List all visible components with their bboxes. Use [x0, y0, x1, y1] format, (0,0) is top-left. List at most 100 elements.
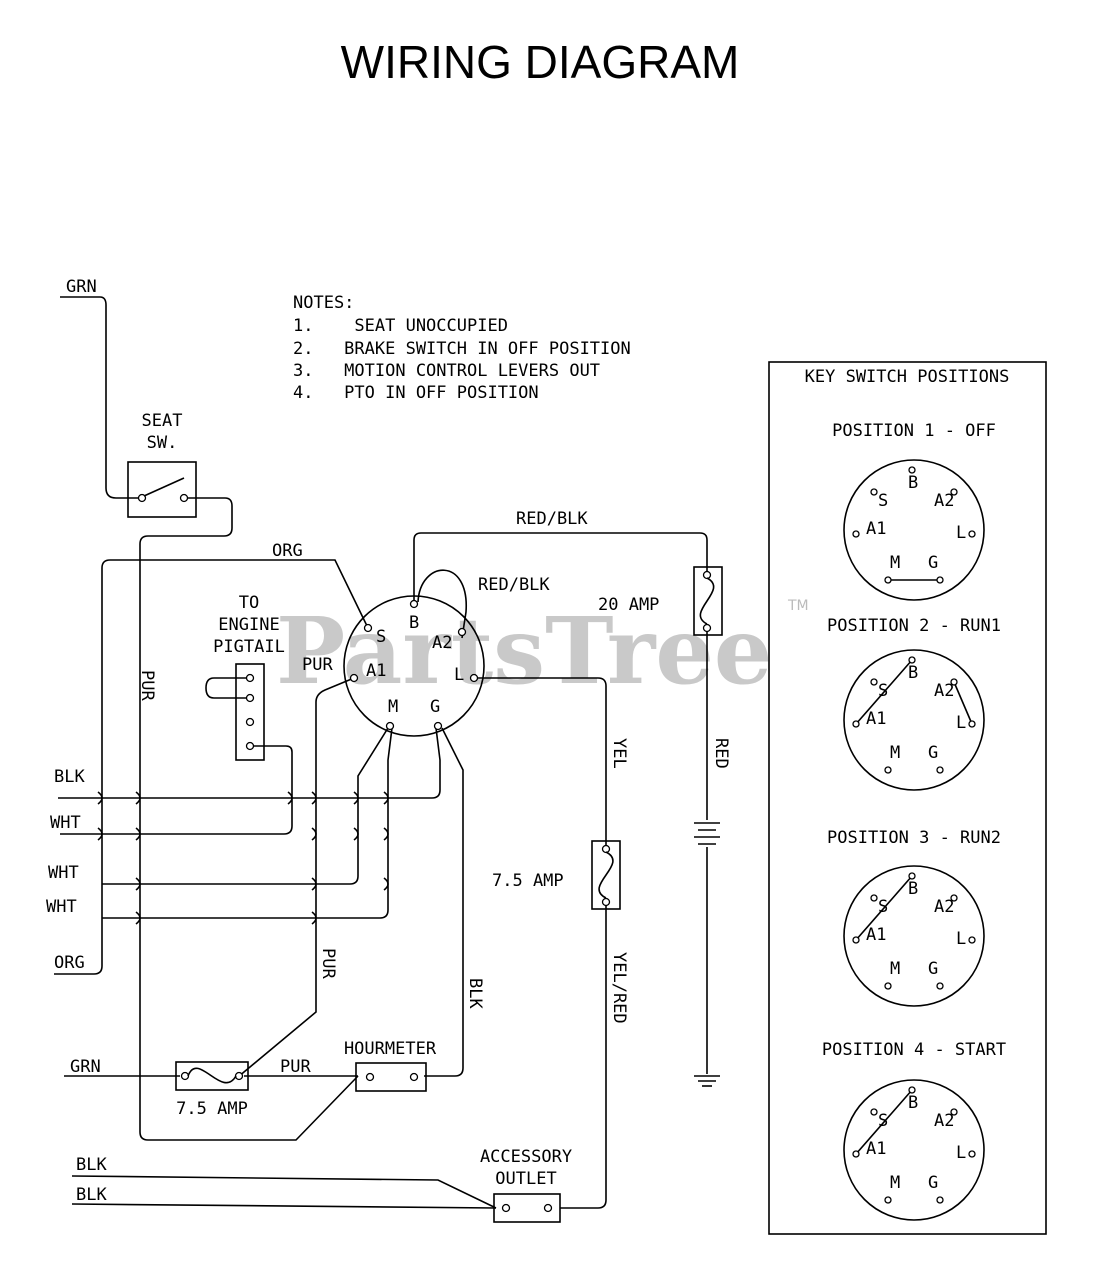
wire-blk	[58, 727, 441, 799]
key-position-terminal-label: L	[956, 523, 966, 543]
key-position-terminal	[968, 1150, 976, 1158]
key-position-terminal	[884, 1196, 892, 1204]
key-position-terminal-label: S	[878, 491, 888, 511]
wire-pigtail-loop	[205, 677, 250, 699]
key-position-terminal-label: S	[878, 681, 888, 701]
fuse-75-right-label: 7.5 AMP	[492, 871, 564, 891]
fuse-20-amp: 20 AMP	[598, 566, 723, 636]
label-wht-2: WHT	[48, 863, 79, 883]
key-position-terminal	[908, 656, 916, 664]
key-position-terminal	[936, 766, 944, 774]
label-yel-red: YEL/RED	[609, 952, 629, 1024]
key-terminal-b: B	[409, 613, 419, 633]
label-pur-a1: PUR	[302, 655, 333, 675]
label-red: RED	[711, 738, 731, 769]
label-wht-1: WHT	[50, 813, 81, 833]
key-position-label: POSITION 2 - RUN1	[827, 616, 1001, 636]
label-pur-mid: PUR	[318, 948, 338, 979]
fuse-75-amp-grn: 7.5 AMP	[175, 1061, 249, 1119]
key-switch-body	[343, 595, 485, 737]
wire-pur-a1	[237, 677, 355, 1078]
wire-yel-red	[560, 904, 607, 1209]
note-item-2: 2. BRAKE SWITCH IN OFF POSITION	[293, 339, 631, 359]
pigtail-label-2: ENGINE	[218, 615, 279, 635]
label-grn-bottom: GRN	[70, 1057, 101, 1077]
label-yel: YEL	[609, 738, 629, 769]
fuse-20-label: 20 AMP	[598, 595, 659, 615]
wire-yel	[474, 677, 607, 846]
ground-symbol	[694, 1075, 720, 1087]
wire-wht-1	[60, 745, 293, 835]
note-item-4: 4. PTO IN OFF POSITION	[293, 383, 539, 403]
key-terminal-m: M	[388, 697, 398, 717]
key-position-terminal-label: B	[908, 663, 918, 683]
note-item-3: 3. MOTION CONTROL LEVERS OUT	[293, 361, 600, 381]
wire-blk-acc-1	[71, 1175, 497, 1209]
label-wht-3: WHT	[46, 897, 77, 917]
label-blk: BLK	[54, 767, 85, 787]
key-position-bridge	[953, 681, 973, 725]
key-position-bridge	[855, 1089, 913, 1155]
wires	[54, 296, 720, 1209]
key-terminal-a2: A2	[432, 633, 452, 653]
key-position-bridge	[855, 875, 913, 941]
accessory-label-2: OUTLET	[495, 1169, 556, 1189]
notes-heading: NOTES:	[293, 293, 354, 313]
label-red-blk-top: RED/BLK	[516, 509, 588, 529]
key-position-terminal-label: M	[890, 553, 900, 573]
key-position-terminal-label: S	[878, 897, 888, 917]
key-position-dial	[843, 1079, 985, 1221]
hourmeter: HOURMETER	[344, 1039, 437, 1092]
key-position-terminal-label: A2	[934, 1111, 954, 1131]
key-position-terminal-label: M	[890, 1173, 900, 1193]
label-pur-left: PUR	[137, 670, 157, 701]
key-position-terminal-label: A1	[866, 709, 886, 729]
key-position-terminal	[870, 894, 878, 902]
key-position-terminal-label: S	[878, 1111, 888, 1131]
key-position-terminal	[968, 720, 976, 728]
wire-blk-acc-2	[71, 1203, 497, 1209]
key-position-terminal	[950, 488, 958, 496]
key-position-terminal-label: A2	[934, 491, 954, 511]
key-position-terminal-label: A1	[866, 925, 886, 945]
key-position-label: POSITION 3 - RUN2	[827, 828, 1001, 848]
fuse-75-amp-yel: 7.5 AMP	[492, 840, 621, 910]
key-position-terminal	[908, 872, 916, 880]
key-position-terminal	[936, 982, 944, 990]
key-position-terminal-label: G	[928, 1173, 938, 1193]
accessory-label-1: ACCESSORY	[480, 1147, 572, 1167]
key-position-terminal	[852, 936, 860, 944]
key-position-terminal-label: G	[928, 959, 938, 979]
pigtail-label-1: TO	[239, 593, 259, 613]
key-position-terminal-label: G	[928, 553, 938, 573]
key-position-dial	[843, 865, 985, 1007]
key-switch-positions-panel: KEY SWITCH POSITIONS POSITION 1 - OFFSBA…	[768, 361, 1047, 1235]
key-terminal-l: L	[454, 665, 464, 685]
fuse-75-left-label: 7.5 AMP	[176, 1099, 248, 1119]
key-position-dial	[843, 459, 985, 601]
label-org-top: ORG	[272, 541, 303, 561]
wire-red-blk-top	[413, 532, 708, 604]
key-position-terminal	[908, 1086, 916, 1094]
key-position-terminal	[870, 678, 878, 686]
key-position-terminal	[884, 982, 892, 990]
pigtail-connector	[235, 663, 265, 761]
wire-labels: GRN ORG RED/BLK RED/BLK PUR PUR BLK WHT …	[46, 277, 731, 1205]
panel-title: KEY SWITCH POSITIONS	[805, 367, 1010, 387]
engine-pigtail: TO ENGINE PIGTAIL	[213, 593, 285, 761]
key-position-label: POSITION 4 - START	[822, 1040, 1006, 1060]
key-terminal-g: G	[430, 697, 440, 717]
key-position-dial	[843, 649, 985, 791]
key-position-terminal-label: G	[928, 743, 938, 763]
key-position-terminal-label: A2	[934, 897, 954, 917]
wire-seat-to-hourmeter	[139, 497, 359, 1141]
pigtail-label-3: PIGTAIL	[213, 637, 285, 657]
key-position-terminal	[908, 466, 916, 474]
wire-grn-seat	[60, 296, 138, 499]
key-position-terminal-label: B	[908, 879, 918, 899]
